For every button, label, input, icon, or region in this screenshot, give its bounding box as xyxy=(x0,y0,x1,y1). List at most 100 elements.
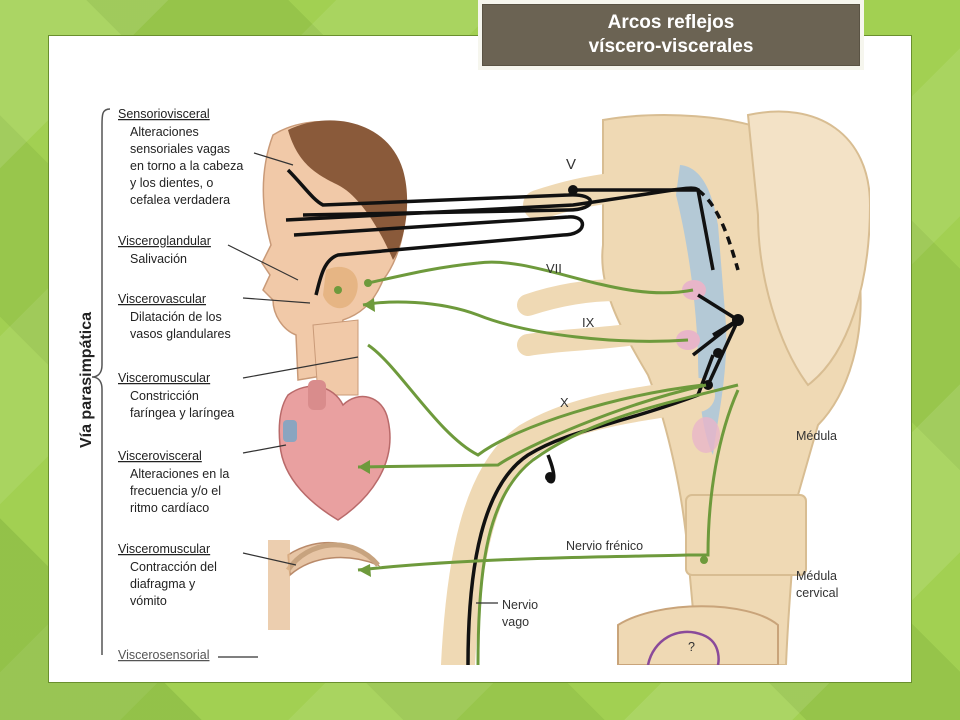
label-question: ? xyxy=(688,640,695,654)
label-medula-cervical-2: cervical xyxy=(796,586,838,600)
heart xyxy=(278,385,391,521)
group-1: Sensoriovisceral Alteraciones sensoriale… xyxy=(118,107,243,207)
group-heading: Viscerovascular xyxy=(118,292,206,306)
green-path xyxy=(357,383,707,469)
group-7: Viscerosensorial xyxy=(118,648,209,662)
green-arrows xyxy=(334,279,708,577)
arrow xyxy=(363,298,375,312)
label-nervio-vago-2: vago xyxy=(502,615,529,629)
group-line: vómito xyxy=(130,594,167,608)
group-line: y los dientes, o xyxy=(130,176,213,190)
brainstem-region xyxy=(601,110,870,665)
leader-line xyxy=(253,152,294,166)
leader-lines xyxy=(218,152,498,658)
diaphragm-dome xyxy=(285,542,380,572)
black-nodes xyxy=(545,185,744,482)
black-pathways xyxy=(285,168,740,665)
group-line: frecuencia y/o el xyxy=(130,484,221,498)
group-heading: Visceromuscular xyxy=(118,371,210,385)
group-line: diafragma y xyxy=(130,577,196,591)
label-medula: Médula xyxy=(796,429,837,443)
group-line: cefalea verdadera xyxy=(130,193,230,207)
neck xyxy=(312,319,359,396)
nerve-label-x: X xyxy=(560,395,569,410)
label-medula-cervical-1: Médula xyxy=(796,569,837,583)
blue-nucleus xyxy=(676,165,727,455)
group-5: Viscerovisceral Alteraciones en la frecu… xyxy=(118,449,229,515)
title-box: Arcos reflejos víscero-viscerales xyxy=(478,0,864,70)
node xyxy=(732,314,744,326)
diaphragm-illustration xyxy=(268,540,381,630)
group-line: vasos glandulares xyxy=(130,327,231,341)
group-line: Constricción xyxy=(130,389,199,403)
label-nervio-frenico: Nervio frénico xyxy=(566,539,643,553)
group-2: Visceroglandular Salivación xyxy=(118,234,211,266)
title-inner: Arcos reflejos víscero-viscerales xyxy=(482,4,860,66)
nerve-label-v: V xyxy=(566,156,576,173)
label-nervio-vago-1: Nervio xyxy=(502,598,538,612)
black-path xyxy=(293,215,585,296)
green-node xyxy=(700,556,708,564)
cerebellum xyxy=(746,110,870,387)
leader-line xyxy=(242,552,297,566)
cervical-cord xyxy=(685,494,807,576)
leader-line xyxy=(227,244,299,281)
green-path xyxy=(367,260,694,295)
group-line: Alteraciones en la xyxy=(130,467,229,481)
black-path xyxy=(696,188,740,271)
node xyxy=(545,472,555,482)
group-3: Viscerovascular Dilatación de los vasos … xyxy=(118,292,231,341)
green-pathways xyxy=(357,260,740,665)
aorta xyxy=(308,380,326,410)
bracket xyxy=(91,108,111,655)
green-path xyxy=(357,389,740,572)
group-heading: Visceroglandular xyxy=(118,234,211,248)
green-node xyxy=(364,279,372,287)
leader-line xyxy=(242,297,311,304)
arrow xyxy=(358,564,371,577)
group-line: en torno a la cabeza xyxy=(130,159,243,173)
heart-illustration xyxy=(278,380,391,521)
structure-labels: Médula Nervio frénico Médula cervical Ne… xyxy=(502,429,838,654)
nerve-root-vii xyxy=(517,279,629,316)
lower-cord xyxy=(617,605,779,665)
group-line: faríngea y laríngea xyxy=(130,406,234,420)
nerve-root-ix xyxy=(517,324,639,356)
black-path xyxy=(286,168,592,217)
reflex-arc-diagram: Vía parasimpática Sensoriovisceral Alter… xyxy=(78,107,870,665)
title-line-1: Arcos reflejos xyxy=(607,12,735,33)
side-title: Vía parasimpática xyxy=(78,312,95,448)
green-path xyxy=(362,300,689,343)
group-line: Salivación xyxy=(130,252,187,266)
nerve-labels: V VII IX X xyxy=(546,156,595,410)
green-path xyxy=(476,383,739,665)
group-line: ritmo cardíaco xyxy=(130,501,209,515)
nerve-label-vii: VII xyxy=(546,261,562,276)
pulmonary-vessel xyxy=(283,420,297,442)
green-path xyxy=(367,343,704,457)
node xyxy=(713,348,723,358)
group-line: Alteraciones xyxy=(130,125,199,139)
group-heading: Visceromuscular xyxy=(118,542,210,556)
hair xyxy=(288,120,408,260)
group-heading: Viscerovisceral xyxy=(118,449,202,463)
group-4: Visceromuscular Constricción faríngea y … xyxy=(118,371,234,420)
group-heading: Viscerosensorial xyxy=(118,648,209,662)
pink-nucleus xyxy=(692,417,720,453)
node xyxy=(703,380,713,390)
black-path xyxy=(466,354,715,665)
rib-wall xyxy=(268,540,290,630)
cord-inner-loop xyxy=(646,630,720,665)
group-line: Dilatación de los xyxy=(130,310,222,324)
head-illustration xyxy=(261,120,408,396)
group-line: sensoriales vagas xyxy=(130,142,230,156)
arrow xyxy=(358,460,370,474)
group-heading: Sensoriovisceral xyxy=(118,107,210,121)
leader-line xyxy=(242,444,287,454)
group-6: Visceromuscular Contracción del diafragm… xyxy=(118,542,217,608)
nerve-label-ix: IX xyxy=(582,315,595,330)
black-path xyxy=(691,293,740,386)
node xyxy=(568,185,578,195)
green-node xyxy=(334,286,342,294)
leader-line xyxy=(242,356,359,379)
